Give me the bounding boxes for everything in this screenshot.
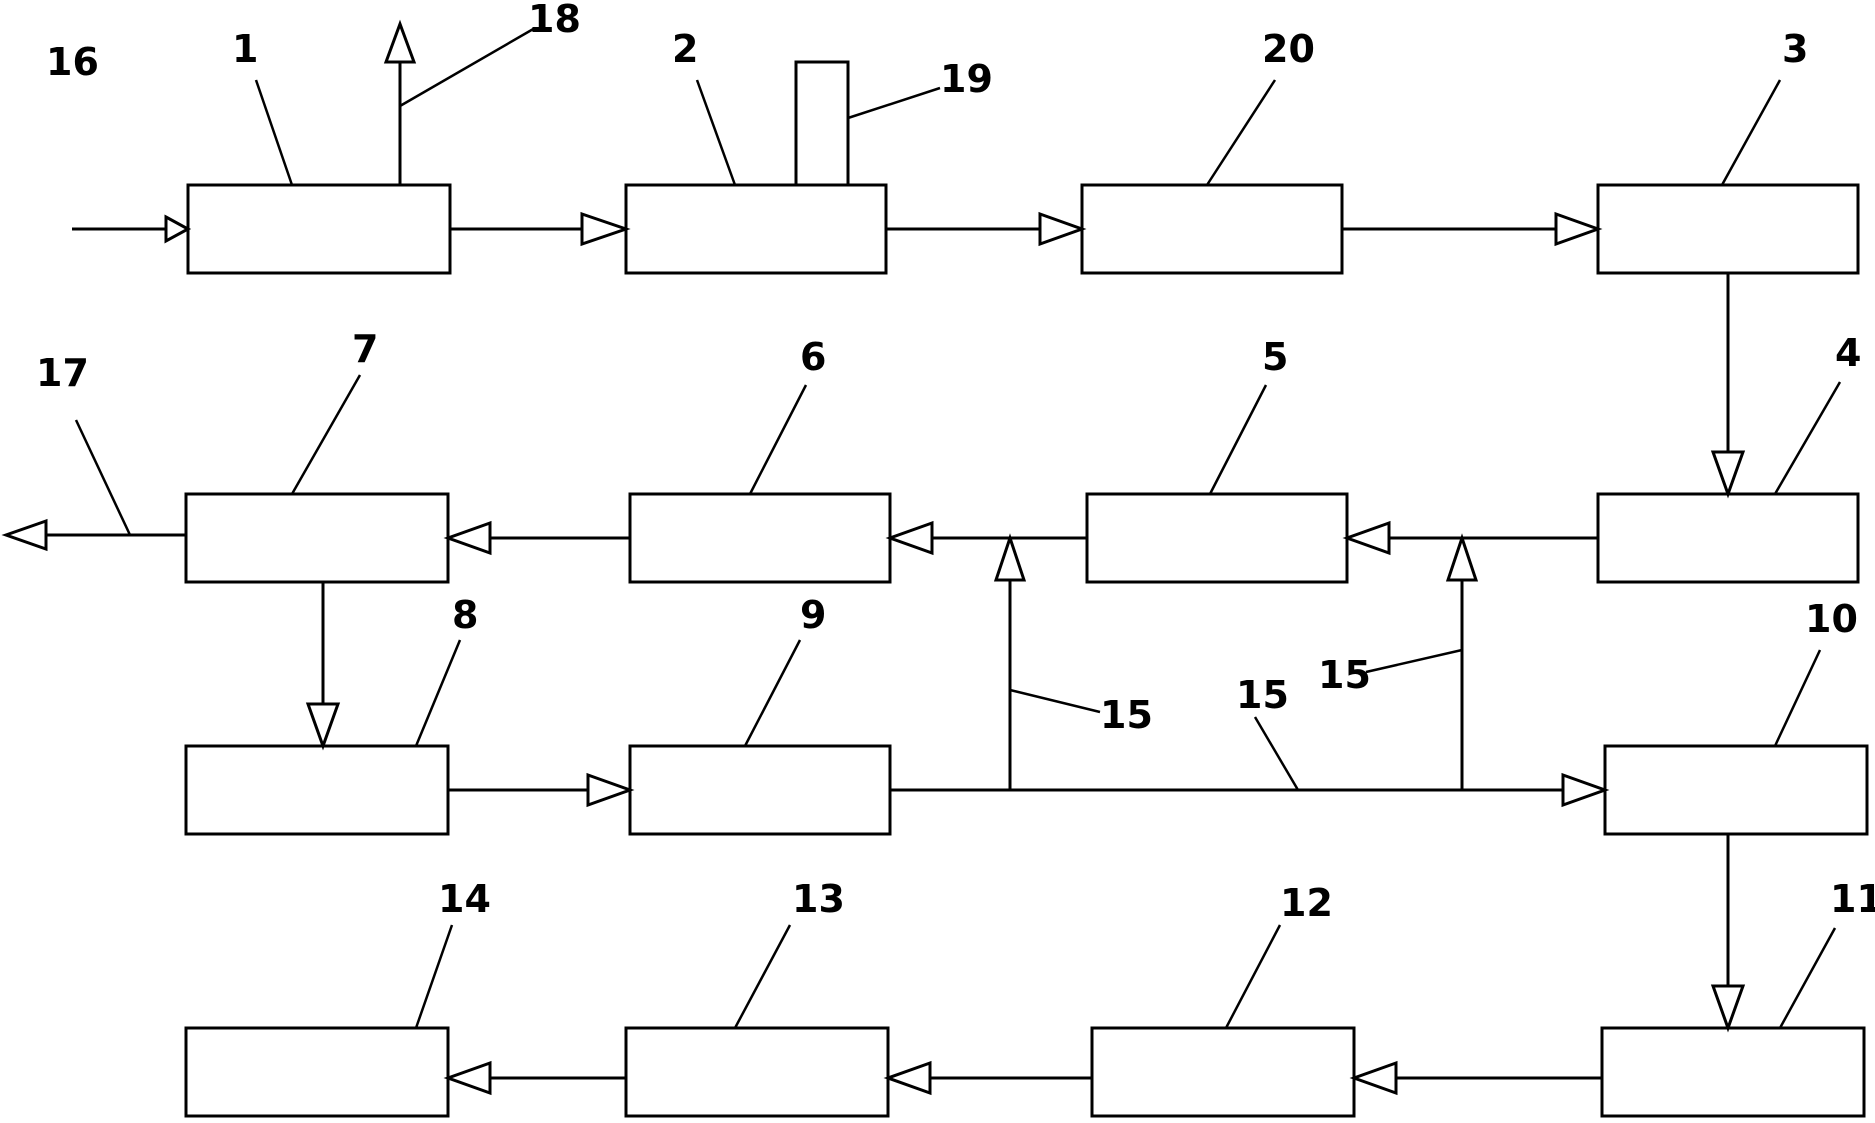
label-20: 20 — [1262, 27, 1315, 71]
leader-18 — [399, 26, 536, 108]
label-8: 8 — [452, 593, 478, 637]
label-1: 1 — [232, 27, 258, 71]
leader-12 — [1224, 924, 1282, 1029]
arrow-into-12 — [1349, 1060, 1398, 1096]
block-5 — [1085, 492, 1349, 584]
label-7: 7 — [352, 327, 378, 371]
leader-15c — [1365, 648, 1463, 674]
label-15-right: 15 — [1318, 653, 1371, 697]
block-19 — [794, 60, 850, 187]
label-2: 2 — [672, 27, 698, 71]
label-16: 16 — [46, 40, 99, 84]
block-11 — [1600, 1026, 1866, 1118]
leader-6 — [748, 384, 808, 495]
label-13: 13 — [792, 877, 845, 921]
arrow-into-4 — [1710, 450, 1746, 499]
leader-15b — [1253, 716, 1300, 791]
leader-7 — [290, 374, 362, 495]
leader-14 — [414, 924, 454, 1029]
block-13 — [624, 1026, 890, 1118]
arrow-into-6 — [885, 520, 934, 556]
label-14: 14 — [438, 877, 491, 921]
leader-17 — [74, 419, 132, 536]
arrow-into-1 — [164, 214, 192, 244]
arrow-into-3 — [1554, 211, 1603, 247]
leader-3 — [1720, 79, 1782, 186]
label-9: 9 — [800, 593, 826, 637]
arrow-into-8 — [305, 702, 341, 751]
arrow-into-5 — [1342, 520, 1391, 556]
block-3 — [1596, 183, 1860, 275]
label-6: 6 — [800, 335, 826, 379]
leader-2 — [695, 79, 737, 186]
leader-13 — [733, 924, 792, 1029]
block-20 — [1080, 183, 1344, 275]
label-15-middle: 15 — [1236, 673, 1289, 717]
label-11: 11 — [1830, 877, 1875, 921]
block-4 — [1596, 492, 1860, 584]
block-1 — [186, 183, 452, 275]
label-19: 19 — [940, 57, 993, 101]
arrow-into-2 — [580, 211, 631, 247]
arrow-into-11 — [1710, 984, 1746, 1033]
block-6 — [628, 492, 892, 584]
arrow-output-17 — [1, 518, 48, 552]
arrow-outlet-18 — [383, 19, 417, 64]
label-3: 3 — [1782, 27, 1808, 71]
block-7 — [184, 492, 450, 584]
label-15-left: 15 — [1100, 693, 1153, 737]
arrow-into-10 — [1561, 772, 1610, 808]
block-10 — [1603, 744, 1869, 836]
block-9 — [628, 744, 892, 836]
recycle-arrow-15-right — [1445, 533, 1479, 582]
block-14 — [184, 1026, 450, 1118]
leader-20 — [1205, 79, 1277, 186]
block-8 — [184, 744, 450, 836]
arrow-into-7 — [443, 520, 492, 556]
leader-10 — [1773, 649, 1822, 747]
leader-5 — [1208, 384, 1268, 495]
leader-9 — [743, 639, 802, 747]
label-17: 17 — [36, 351, 89, 395]
block-2 — [624, 183, 888, 275]
label-4: 4 — [1835, 331, 1861, 375]
arrow-into-9 — [586, 772, 635, 808]
arrow-into-13 — [883, 1060, 932, 1096]
block-12 — [1090, 1026, 1356, 1118]
leader-15a — [1009, 688, 1101, 714]
leader-1 — [254, 79, 294, 186]
label-5: 5 — [1262, 335, 1288, 379]
arrow-into-20 — [1038, 211, 1087, 247]
leader-4 — [1773, 381, 1842, 495]
label-18: 18 — [528, 0, 581, 41]
leader-19 — [847, 86, 941, 120]
recycle-arrow-15-left — [993, 533, 1027, 582]
leader-8 — [414, 639, 462, 747]
label-12: 12 — [1280, 881, 1333, 925]
arrow-into-14 — [443, 1060, 492, 1096]
leader-11 — [1778, 927, 1837, 1029]
label-10: 10 — [1805, 597, 1858, 641]
